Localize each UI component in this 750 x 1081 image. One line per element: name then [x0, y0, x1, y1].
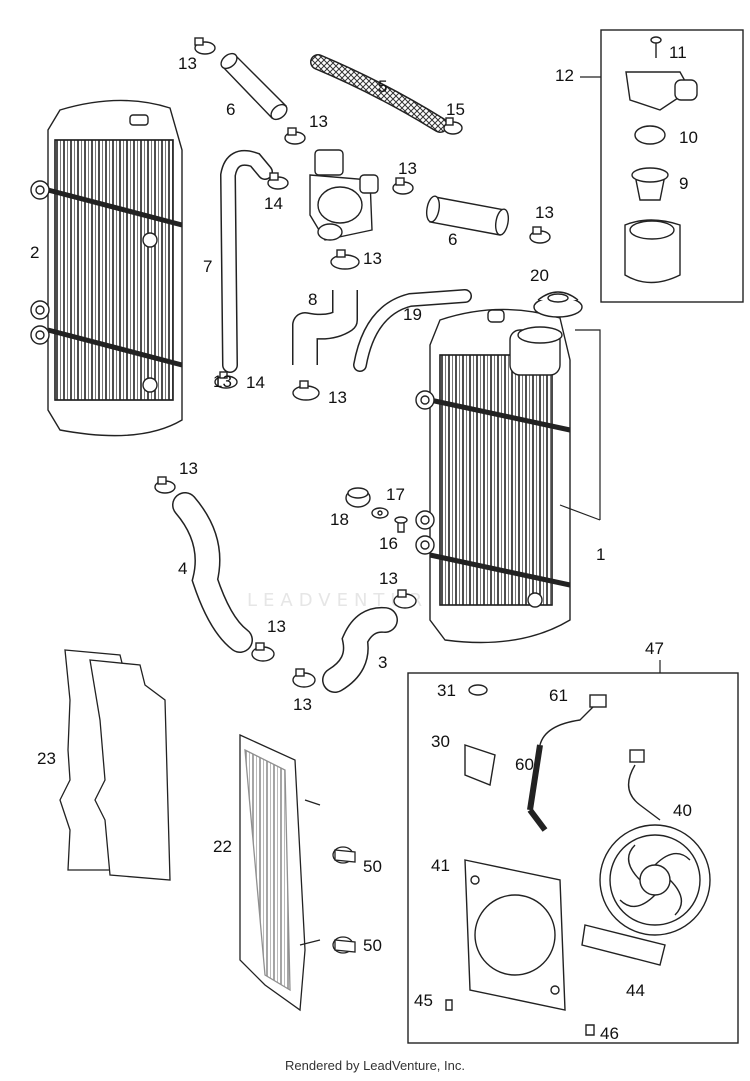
- hose-clamps: [154, 37, 551, 688]
- callout-18: 18: [330, 510, 349, 529]
- callout-6-right: 6: [448, 230, 458, 249]
- callout-7: 7: [203, 257, 213, 276]
- callout-13: 13: [179, 459, 198, 478]
- callout-30: 30: [431, 732, 450, 751]
- callout-14: 14: [264, 194, 283, 213]
- callout-50: 50: [363, 936, 382, 955]
- footer-credit: Rendered by LeadVenture, Inc.: [285, 1058, 465, 1073]
- callout-11: 11: [669, 43, 687, 62]
- fan-assembly: [445, 684, 711, 1036]
- water-pump: [309, 149, 379, 241]
- callout-4: 4: [178, 559, 188, 578]
- thermostat-box: [600, 29, 744, 303]
- callout-22: 22: [213, 837, 232, 856]
- callout-61: 61: [549, 686, 568, 705]
- callout-14-low: 13: [213, 372, 232, 391]
- callout-13: 13: [309, 112, 328, 131]
- callout-41: 41: [431, 856, 450, 875]
- fan-assembly-box: [407, 672, 739, 1044]
- callout-12: 12: [555, 66, 574, 85]
- callout-60: 60: [515, 755, 534, 774]
- callout-20: 20: [530, 266, 549, 285]
- callout-19: 19: [403, 305, 422, 324]
- callout-50: 50: [363, 857, 382, 876]
- callout-13: 13: [363, 249, 382, 268]
- callout-45: 45: [414, 991, 433, 1010]
- shroud-23: [59, 649, 171, 881]
- callout-46: 46: [600, 1024, 619, 1043]
- callout-14: 14: [246, 373, 265, 392]
- callout-13: 13: [267, 617, 286, 636]
- callout-13: 13: [535, 203, 554, 222]
- callout-31: 31: [437, 681, 456, 700]
- callout-15: 15: [446, 100, 465, 119]
- callout-17: 17: [386, 485, 405, 504]
- callout-8: 8: [308, 290, 318, 309]
- callout-13: 13: [379, 569, 398, 588]
- callout-16: 16: [379, 534, 398, 553]
- radiator-cap: [533, 291, 583, 318]
- left-radiator: [30, 99, 183, 437]
- callout-47: 47: [645, 639, 664, 658]
- shroud-22: [239, 733, 321, 1012]
- plugs-50: [332, 846, 356, 954]
- right-radiator: [415, 308, 571, 644]
- callout-9: 9: [679, 174, 689, 193]
- callout-1: 1: [596, 545, 606, 564]
- callout-23: 23: [37, 749, 56, 768]
- hose-6-top: [220, 52, 288, 121]
- callout-13: 13: [328, 388, 347, 407]
- callout-13: 13: [178, 54, 197, 73]
- callout-13: 13: [398, 159, 417, 178]
- callout-2: 2: [30, 243, 40, 262]
- watermark: LEADVENTURE: [247, 590, 446, 611]
- callout-13: 13: [293, 695, 312, 714]
- callout-40: 40: [673, 801, 692, 820]
- callout-44: 44: [626, 981, 645, 1000]
- thermostat-parts: [624, 36, 698, 284]
- callout-5: 5: [378, 77, 388, 96]
- callout-3: 3: [378, 653, 388, 672]
- callout-10: 10: [679, 128, 698, 147]
- grommet-parts: [345, 487, 408, 533]
- callout-6-top: 6: [226, 100, 236, 119]
- hose-6-right: [425, 195, 510, 236]
- bracket-lines: [559, 76, 661, 673]
